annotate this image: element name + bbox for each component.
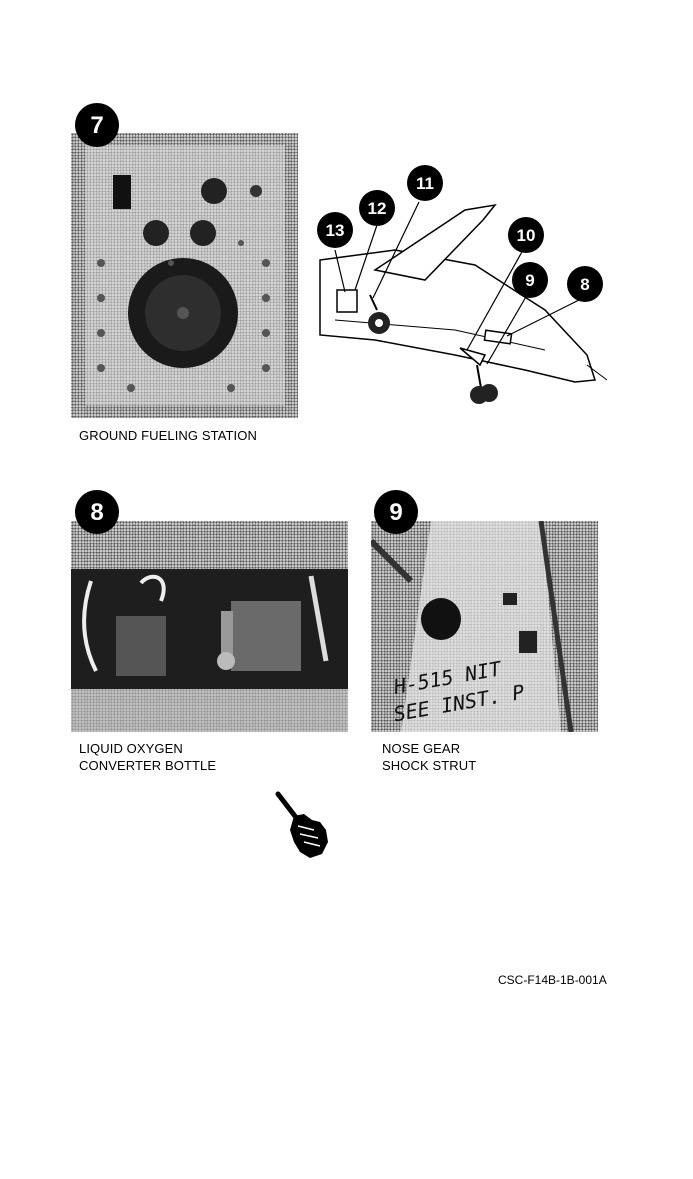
callout-12: 12 [359, 190, 395, 226]
svg-text:9: 9 [525, 271, 534, 290]
callout-13: 13 [317, 212, 353, 248]
svg-text:8: 8 [580, 275, 589, 294]
figure-7-badge: 7 [75, 103, 119, 147]
figure-8-caption-line-2: CONVERTER BOTTLE [79, 758, 217, 773]
ground-fueling-station-photo [71, 133, 298, 418]
strut-service-port [421, 598, 461, 640]
fuselage-outline [319, 249, 596, 383]
document-id: CSC-F14B-1B-001A [498, 973, 607, 987]
figure-7-caption-line-1: GROUND FUELING STATION [79, 428, 257, 443]
figure-7-badge-number: 7 [90, 112, 103, 139]
figure-8-badge: 8 [75, 490, 119, 534]
figure-8-caption-line-1: LIQUID OXYGEN [79, 741, 183, 756]
fueling-panel-illustration [85, 145, 285, 405]
nose-gear-shock-strut-photo: H-515 NIT SEE INST. P [371, 521, 598, 732]
figure-9-badge: 9 [374, 490, 418, 534]
figure-8-caption: LIQUID OXYGEN CONVERTER BOTTLE [79, 740, 216, 774]
svg-text:10: 10 [517, 226, 536, 245]
figure-9-caption: NOSE GEAR SHOCK STRUT [382, 740, 476, 774]
figure-8-badge-number: 8 [90, 499, 103, 526]
wing-outline [373, 203, 497, 281]
figure-7-caption: GROUND FUELING STATION [79, 427, 257, 444]
svg-text:12: 12 [368, 199, 387, 218]
shock-strut-illustration: H-515 NIT SEE INST. P [371, 521, 574, 732]
liquid-oxygen-converter-photo [71, 521, 348, 732]
callout-10: 10 [508, 217, 544, 253]
pointing-hand-icon [275, 791, 328, 858]
callout-9: 9 [512, 262, 548, 298]
lox-converter-illustration [71, 569, 348, 732]
panel-13 [336, 289, 358, 313]
svg-text:11: 11 [416, 174, 434, 193]
callout-8: 8 [567, 266, 603, 302]
figure-9-badge-number: 9 [389, 499, 402, 526]
figure-9-caption-line-2: SHOCK STRUT [382, 758, 477, 773]
figure-9-caption-line-1: NOSE GEAR [382, 741, 461, 756]
aircraft-diagram: 13 12 11 10 9 8 [317, 165, 607, 404]
svg-text:13: 13 [326, 221, 345, 240]
callout-11: 11 [407, 165, 443, 201]
